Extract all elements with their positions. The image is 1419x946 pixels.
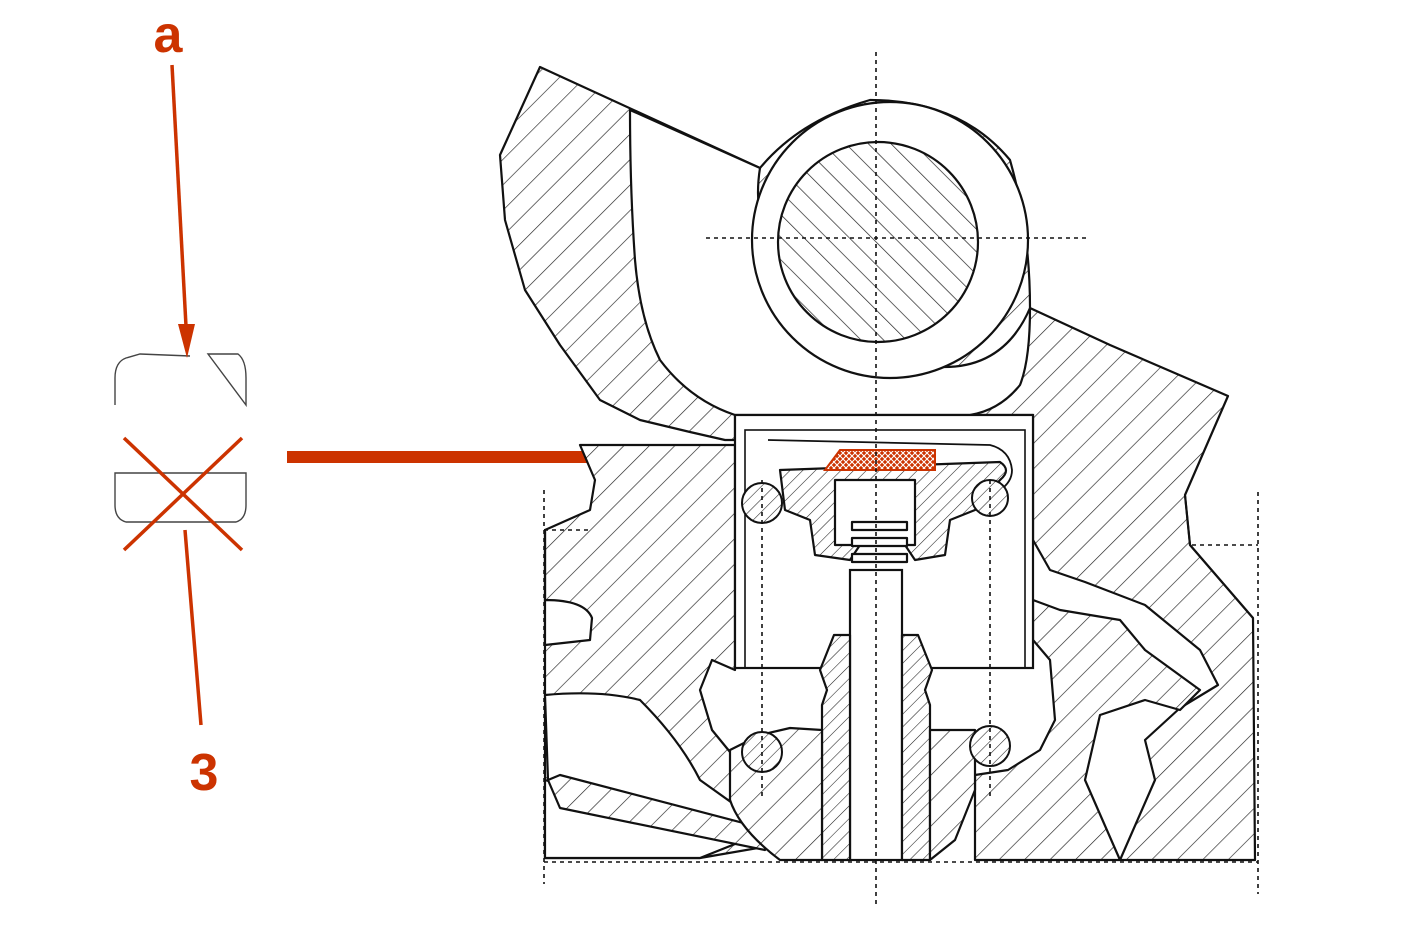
valve-keepers (833, 478, 917, 547)
rocker-shaft (776, 140, 980, 344)
cap-correct (114, 353, 247, 408)
caps-detail: a 3 (114, 6, 247, 802)
guide-boss-right (928, 728, 977, 862)
callout-3: 3 (190, 744, 219, 802)
valve-guide-left (818, 633, 852, 862)
keeper-groove-1 (850, 520, 909, 532)
leader-a (170, 64, 195, 358)
head-left-outline (543, 528, 594, 647)
leader-3 (183, 529, 203, 726)
keeper-groove-2 (850, 536, 909, 548)
callout-a: a (154, 6, 184, 64)
valve-guide-right (900, 633, 934, 862)
shim-outline (767, 439, 1013, 491)
cylinder-head-section (498, 52, 1259, 906)
cross-out-mark (122, 436, 244, 552)
shim-cap (823, 449, 936, 471)
head-edge-right (1184, 494, 1254, 619)
keeper-groove-3 (850, 552, 909, 564)
head-block-right (973, 598, 1202, 862)
